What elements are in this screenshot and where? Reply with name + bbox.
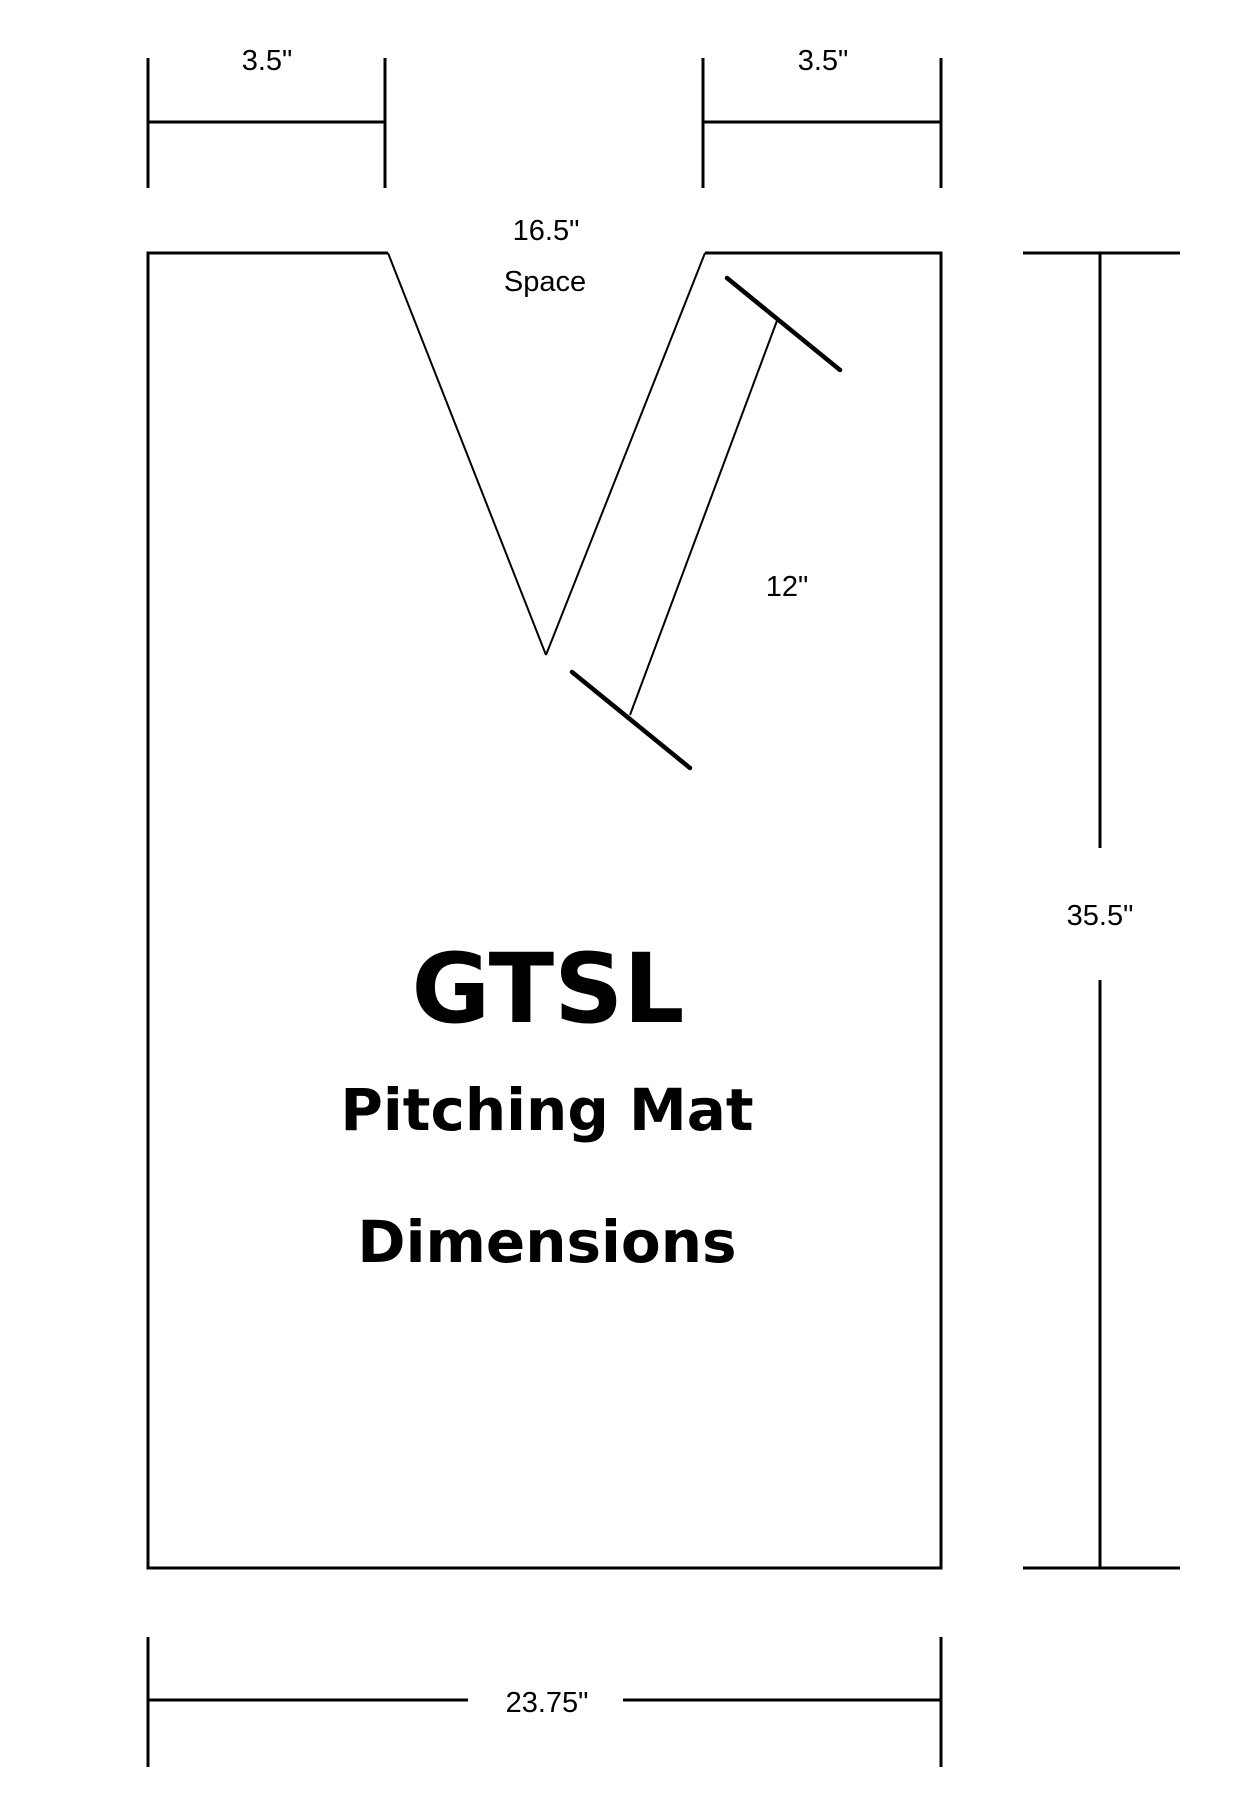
- width-dim-label: 23.75": [506, 1687, 589, 1719]
- mat-subtitle-line1: Pitching Mat: [340, 1076, 753, 1144]
- width-dimension: 23.75": [146, 1637, 943, 1767]
- notch-side-dim-line: [629, 317, 779, 716]
- top-left-dim-label: 3.5": [242, 45, 293, 77]
- mat-subtitle-line2: Dimensions: [357, 1208, 736, 1276]
- top-right-dim-label: 3.5": [798, 45, 849, 77]
- notch-opening-label: 16.5": [513, 215, 580, 247]
- notch-side-dim-label: 12": [766, 571, 809, 603]
- height-dim-label: 35.5": [1067, 900, 1134, 932]
- notch-left-edge: [387, 252, 547, 656]
- top-right-dimension: 3.5": [701, 45, 943, 188]
- notch-side-dim-tick-bottom: [569, 669, 693, 771]
- notch-side-dim-tick-top: [724, 275, 843, 373]
- mat-outline: [146, 251, 943, 1570]
- top-left-dimension: 3.5": [146, 45, 387, 188]
- notch-right-edge: [545, 252, 706, 656]
- notch-side-dimension: 12": [569, 275, 843, 771]
- notch-opening-note: Space: [504, 266, 586, 298]
- height-dimension: 35.5": [1023, 251, 1180, 1570]
- mat-title: GTSL: [412, 933, 685, 1045]
